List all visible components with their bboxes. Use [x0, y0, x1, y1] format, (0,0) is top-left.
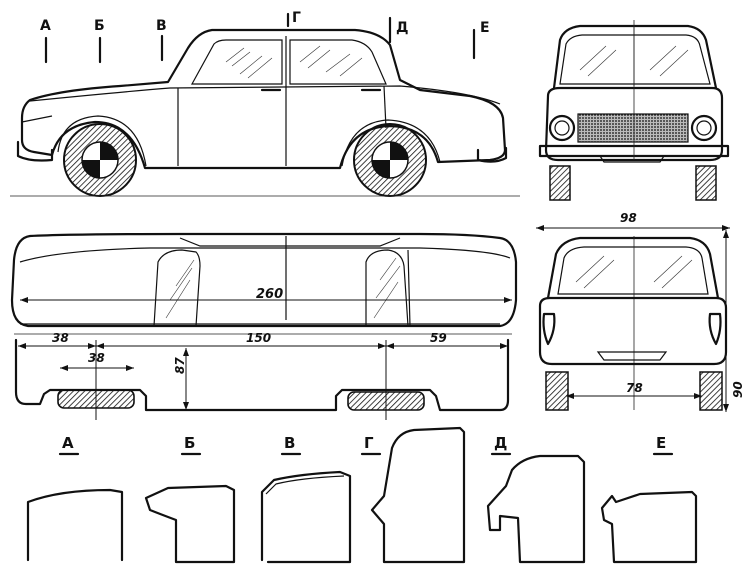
front-right-tyre [695, 165, 717, 201]
cross-section-a [26, 488, 124, 562]
dimension-width-label: 98 [620, 211, 637, 225]
rear-bumper [476, 146, 508, 163]
front-view [538, 20, 730, 201]
top-view: 260 [10, 232, 518, 328]
dimension-wheelbase-label: 150 [246, 331, 271, 345]
side-view [10, 12, 520, 197]
cross-sections: А Б В Г Д Е [26, 426, 698, 564]
cross-section-d [486, 454, 586, 564]
section-marker-labels: А Б В Г Д Е [40, 10, 490, 36]
front-bumper [16, 140, 54, 162]
section-marker-v: В [156, 18, 167, 34]
top-windshield [153, 249, 201, 327]
section-ticks [44, 12, 476, 64]
rear-left-tyre [545, 371, 569, 411]
section-marker-b: Б [94, 18, 105, 34]
rear-wheel-footprint [347, 391, 425, 411]
dimension-height-87-label: 87 [173, 357, 187, 374]
front-wheel [63, 123, 137, 197]
cross-section-label-e: Е [656, 434, 666, 452]
cross-section-v [260, 470, 352, 564]
top-rear-window [365, 249, 409, 327]
front-grille [577, 113, 689, 143]
front-wheel-footprint [57, 389, 135, 409]
bottom-view: 38 150 59 38 87 [14, 331, 512, 420]
cross-section-label-v: В [284, 434, 295, 452]
rear-roof-outline [546, 236, 720, 300]
dimension-front-overhang-label: 38 [52, 331, 69, 345]
cross-section-label-b: Б [184, 434, 195, 452]
front-body-outline [544, 86, 724, 162]
section-marker-d: Д [396, 20, 408, 36]
cross-section-label-g: Г [364, 434, 374, 452]
cross-section-label-d: Д [494, 434, 507, 452]
dimension-front-wheel-offset-label: 38 [88, 351, 105, 365]
cross-section-b [144, 484, 236, 564]
bottom-body-outline [14, 338, 510, 412]
side-body-outline [20, 28, 507, 170]
rear-right-tyre [699, 371, 723, 411]
rear-view: 98 90 78 [536, 211, 745, 412]
dimension-length-label: 260 [256, 287, 283, 302]
section-marker-g: Г [292, 10, 301, 26]
top-body-outline [10, 232, 518, 328]
dimension-rear-overhang-label: 59 [430, 331, 447, 345]
rear-wheel [353, 123, 427, 197]
dimension-height-label: 90 [731, 381, 745, 398]
section-marker-a: А [40, 18, 51, 34]
cross-section-e [600, 490, 698, 564]
front-door-window [190, 39, 283, 85]
front-left-tyre [549, 165, 571, 201]
section-marker-e: Е [480, 20, 490, 36]
rear-body-outline [538, 296, 728, 366]
cross-section-g [370, 426, 466, 564]
cross-section-label-a: А [62, 434, 74, 452]
rear-door-window [289, 39, 387, 85]
dimension-track-label: 78 [626, 381, 643, 395]
